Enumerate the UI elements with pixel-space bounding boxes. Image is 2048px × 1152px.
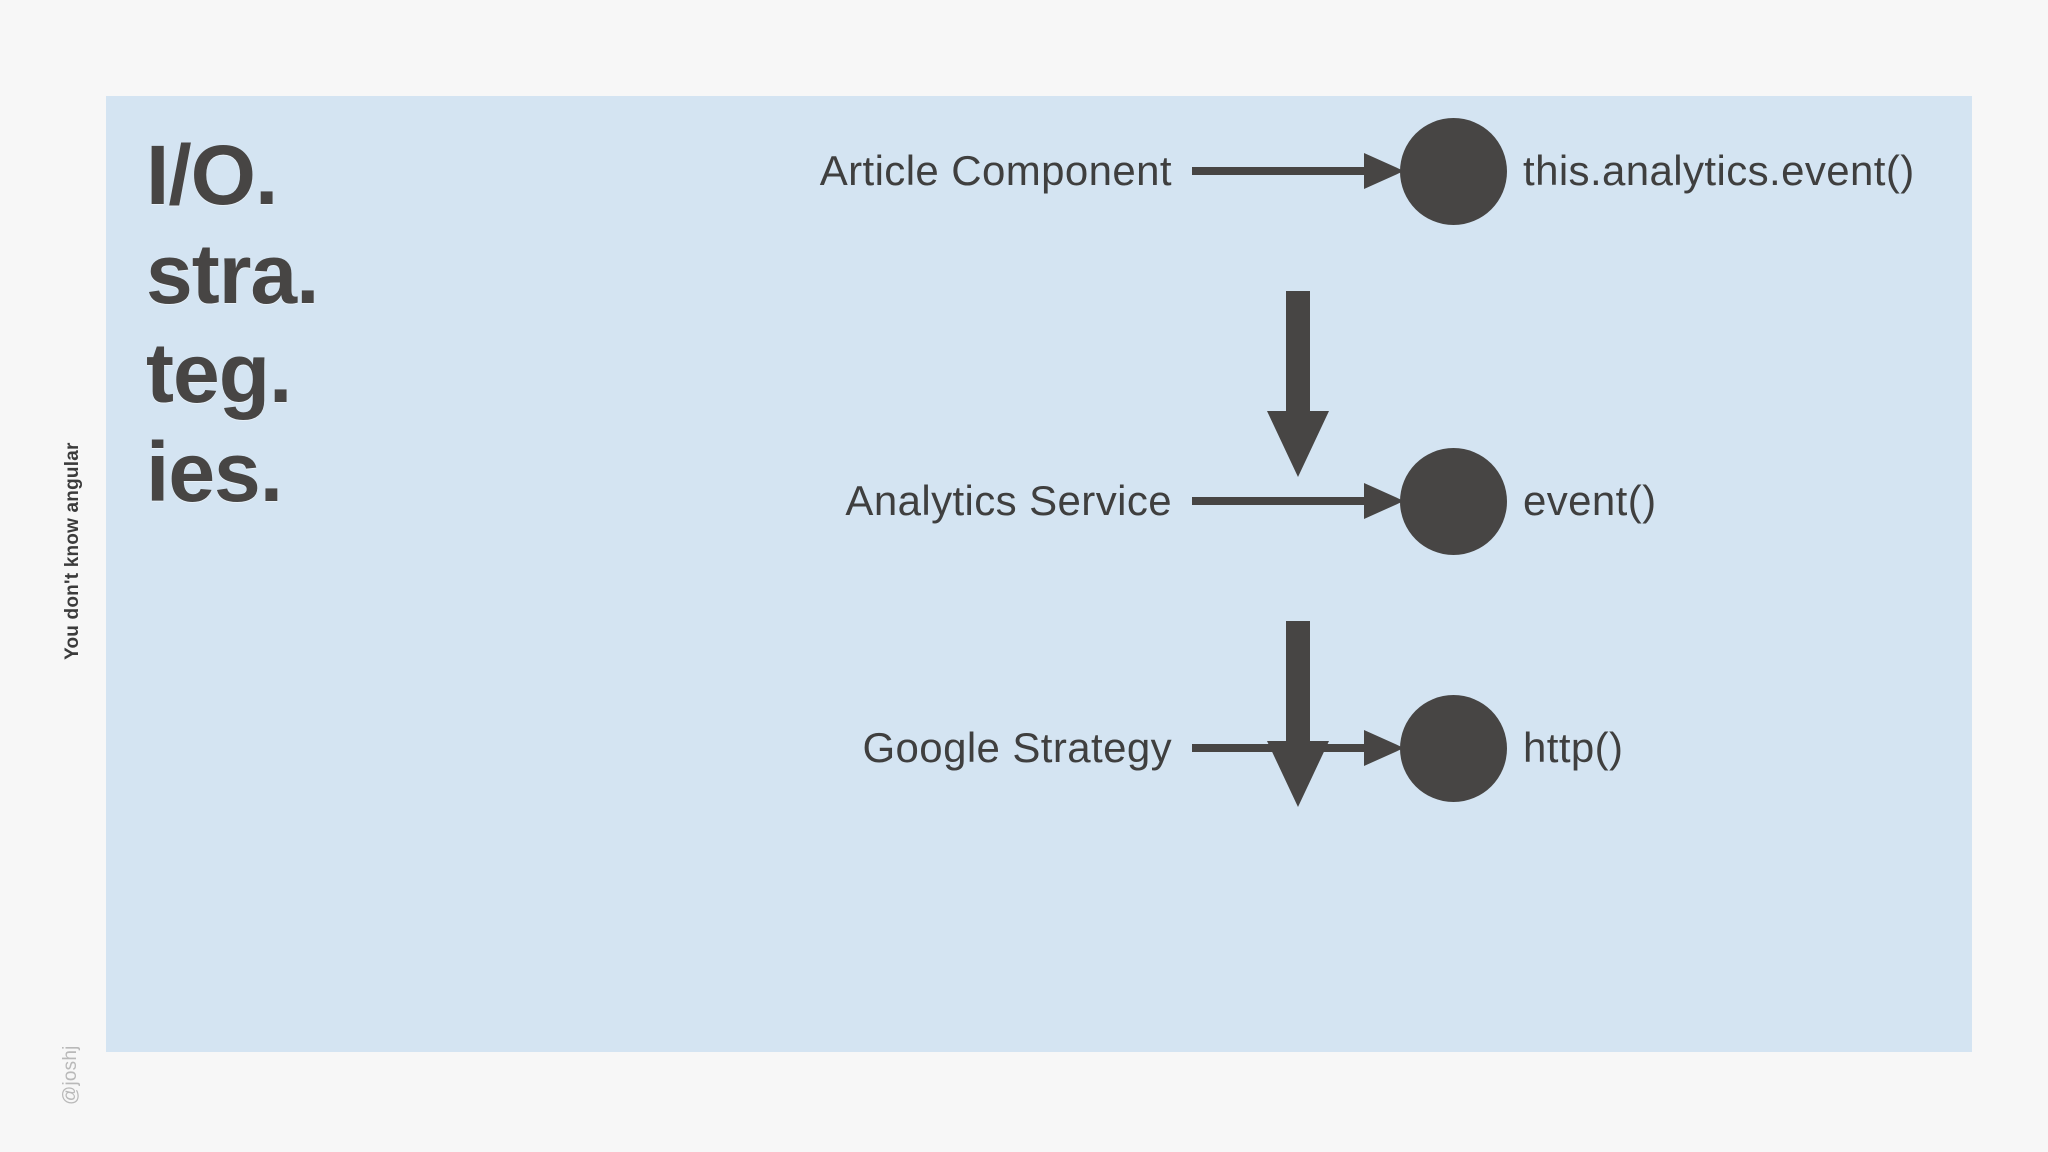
flow-target-label-3: http() [1523,724,1624,771]
flow-row-2: Analytics Service event() [106,441,1972,561]
talk-title-vertical: You don't know angular [62,442,83,660]
flow-source-label-3: Google Strategy [862,724,1172,771]
flow-source-label-1: Article Component [819,147,1172,194]
flow-diagram: Article Component this.analytics.event()… [106,96,1972,1052]
author-handle-vertical: @joshj [60,1045,81,1105]
down-arrow-icon-2 [1267,621,1329,807]
flow-node-2 [1400,447,1507,555]
flow-node-1 [1400,117,1507,225]
title-line-3: teg. [146,326,292,421]
title-line-1: I/O. [146,128,278,222]
flow-target-label-1: this.analytics.event() [1523,147,1915,194]
content-panel: I/O. stra. teg. ies. Article Component t [106,96,1972,1052]
flow-target-label-2: event() [1523,477,1657,524]
right-arrow-icon-3 [1192,730,1404,766]
flow-row-1: Article Component this.analytics.event() [106,111,1972,231]
title-line-4: ies. [146,425,283,520]
slide-title: I/O. stra. teg. ies. [146,126,319,522]
flow-row-3: Google Strategy http() [106,688,1972,808]
flow-node-3 [1400,694,1507,802]
right-arrow-icon-1 [1192,153,1404,189]
flow-source-label-2: Analytics Service [845,477,1172,524]
down-arrow-icon-1 [1267,291,1329,477]
right-arrow-icon-2 [1192,483,1404,519]
title-line-2: stra. [146,227,319,322]
